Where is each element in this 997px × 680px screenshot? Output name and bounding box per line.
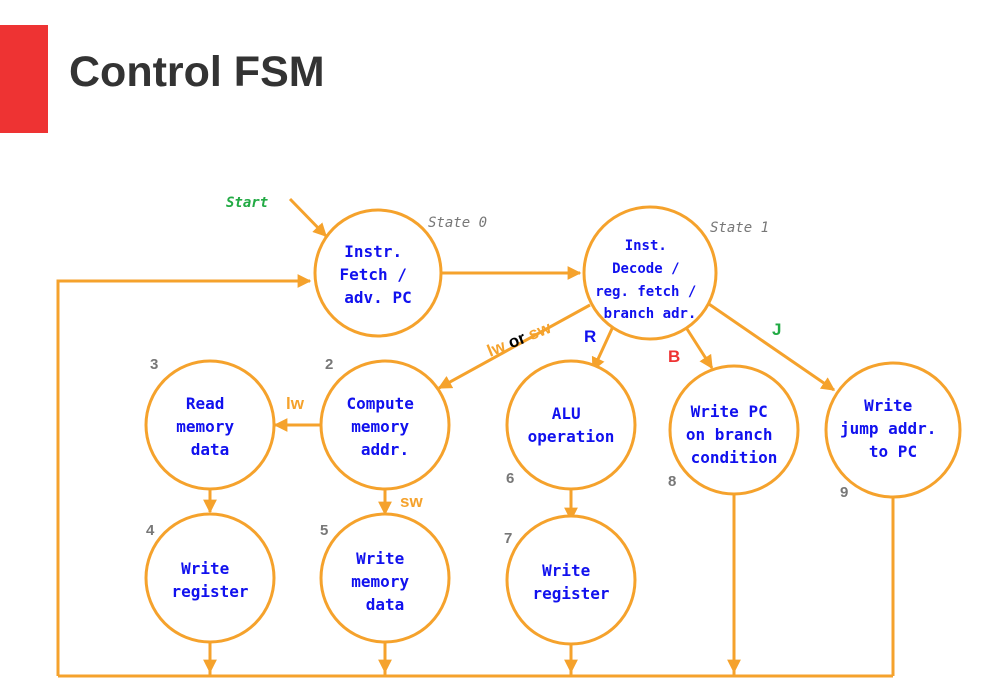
state-2-number: 2 — [325, 356, 333, 373]
edge-return-bus — [56, 279, 895, 678]
state-7-label: Write register — [532, 561, 609, 603]
state-5-circle — [319, 512, 451, 644]
state-4-number: 4 — [146, 522, 155, 539]
state-7-circle — [505, 514, 637, 646]
state-6-circle — [505, 359, 637, 491]
state-0-circle — [313, 208, 443, 338]
state-3-number: 3 — [150, 356, 158, 373]
state-8-label: Write PC on branch condition — [686, 402, 782, 467]
state-9-label: Write jump addr. to PC — [840, 396, 946, 461]
state-8-circle — [668, 364, 800, 496]
condition-j: J — [772, 320, 781, 339]
state-3-circle — [144, 359, 276, 491]
page-title: Control FSM — [69, 48, 325, 96]
state-4-label: Write register — [171, 559, 248, 601]
condition-sw: sw — [400, 492, 423, 511]
edge-start-to-state-0 — [288, 197, 328, 238]
state-circles — [144, 205, 962, 646]
state-1-tag: State 1 — [710, 220, 769, 236]
state-3-label: Read memory data — [176, 394, 243, 459]
state-1-circle — [582, 205, 718, 341]
title-accent-bar — [0, 25, 48, 133]
state-8-number: 8 — [668, 473, 676, 490]
state-0-label: Instr. Fetch / adv. PC — [339, 242, 416, 307]
state-5-label: Write memory data — [351, 549, 418, 614]
state-0-tag: State 0 — [428, 215, 487, 231]
edge-state-1-to-state-2 — [437, 303, 591, 390]
state-2-circle — [319, 359, 451, 491]
state-6-label: ALU operation — [528, 404, 615, 446]
state-2-label: Compute memory addr. — [346, 394, 423, 459]
condition-b: B — [668, 347, 680, 366]
state-6-number: 6 — [506, 470, 514, 487]
start-label: Start — [226, 195, 268, 211]
edge-state-1-to-state-9 — [705, 300, 836, 392]
state-9-number: 9 — [840, 484, 848, 501]
condition-lw: lw — [286, 394, 305, 413]
state-9-circle — [824, 361, 962, 499]
state-1-label: Inst. Decode / reg. fetch / branch adr. — [595, 238, 705, 322]
condition-lw-or-sw: lw or sw — [484, 318, 554, 361]
state-5-number: 5 — [320, 522, 328, 539]
condition-r: R — [584, 327, 596, 346]
state-7-number: 7 — [504, 530, 512, 547]
state-4-circle — [144, 512, 276, 644]
